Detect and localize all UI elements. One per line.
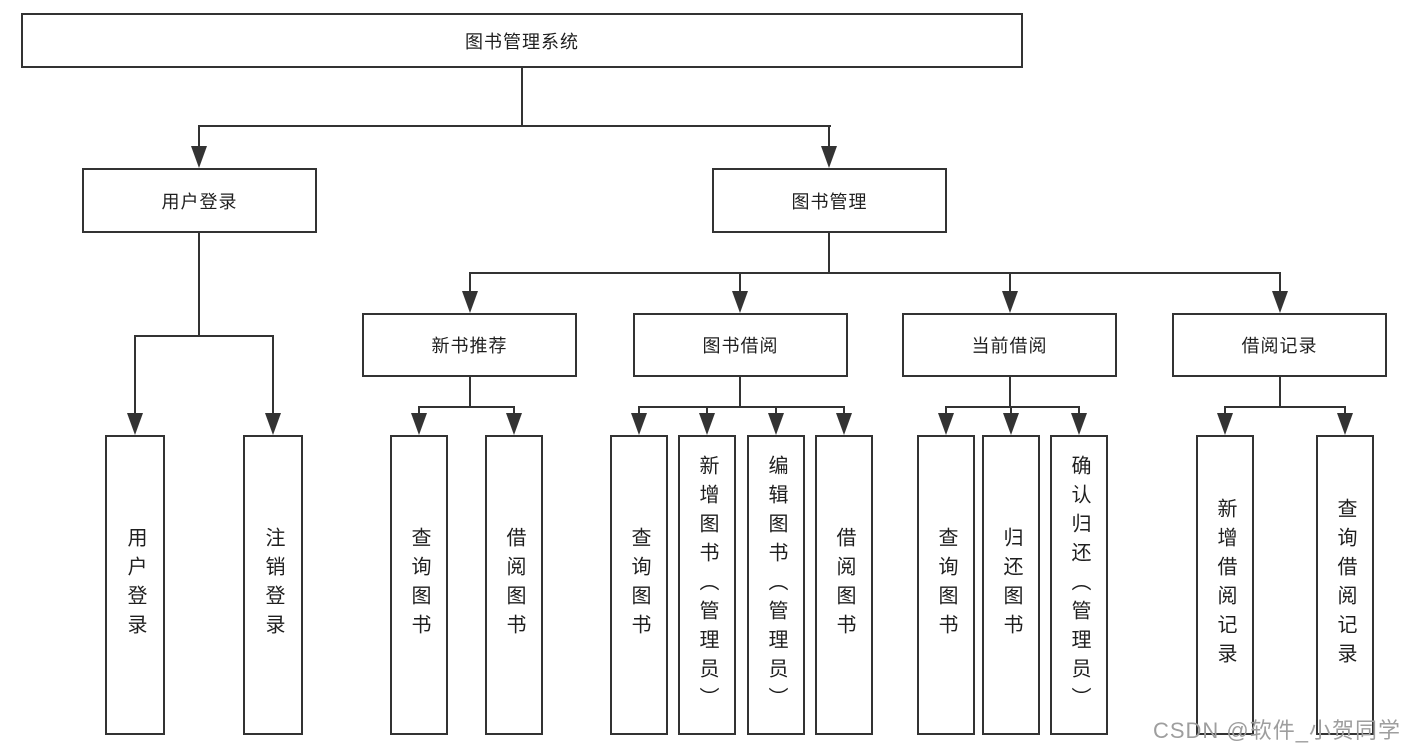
leaf-cb-return-books: 归还图书: [982, 435, 1040, 735]
arrowhead-cb-query-icon: [938, 413, 954, 435]
arrowhead-br-add-icon: [1217, 413, 1233, 435]
arrowhead-leaf-logout-icon: [265, 413, 281, 435]
leaf-bb-query-books-label: 查询图书: [628, 527, 650, 643]
connector-drop-nbr-borrow: [513, 406, 515, 415]
arrowhead-cb-confirm-icon: [1071, 413, 1087, 435]
connector-user-login-split: [134, 335, 274, 337]
leaf-br-add-record-label: 新增借阅记录: [1214, 498, 1236, 672]
connector-user-login-stem: [198, 233, 200, 335]
connector-borrow-records-stem: [1279, 377, 1281, 406]
leaf-br-query-record-label: 查询借阅记录: [1334, 498, 1356, 672]
leaf-nbr-query-books-label: 查询图书: [408, 527, 430, 643]
node-current-borrowing-label: 当前借阅: [971, 336, 1048, 356]
node-user-login: 用户登录: [82, 168, 317, 233]
arrowhead-bb-borrow-icon: [836, 413, 852, 435]
connector-new-book-recommend-split: [418, 406, 515, 408]
node-book-management-label: 图书管理: [791, 191, 868, 212]
arrowhead-bb-query-icon: [631, 413, 647, 435]
node-current-borrowing: 当前借阅: [902, 313, 1117, 377]
leaf-bb-query-books: 查询图书: [610, 435, 668, 735]
connector-book-management-stem: [828, 233, 830, 272]
arrowhead-bb-add-icon: [699, 413, 715, 435]
arrowhead-br-query-icon: [1337, 413, 1353, 435]
leaf-br-add-record: 新增借阅记录: [1196, 435, 1254, 735]
leaf-cb-query-books: 查询图书: [917, 435, 975, 735]
arrowhead-book-borrowing-icon: [732, 291, 748, 313]
leaf-cb-confirm-return-admin-label: 确认归还（管理员）: [1068, 454, 1090, 716]
connector-drop-new-book-recommend: [469, 272, 471, 291]
connector-drop-br-query: [1344, 406, 1346, 415]
leaf-user-login: 用户登录: [105, 435, 165, 735]
connector-drop-borrow-records: [1279, 272, 1281, 291]
leaf-bb-borrow-books: 借阅图书: [815, 435, 873, 735]
connector-drop-cb-query: [945, 406, 947, 415]
connector-book-borrowing-split: [638, 406, 845, 408]
node-user-login-label: 用户登录: [161, 191, 238, 212]
arrowhead-leaf-user-login-icon: [127, 413, 143, 435]
connector-borrow-records-split: [1224, 406, 1346, 408]
connector-drop-bb-query: [638, 406, 640, 415]
csdn-watermark: CSDN @软件_小贺同学: [1152, 718, 1401, 743]
connector-current-borrowing-split: [945, 406, 1080, 408]
arrowhead-bb-edit-icon: [768, 413, 784, 435]
leaf-bb-borrow-books-label: 借阅图书: [833, 527, 855, 643]
connector-drop-leaf-logout: [272, 335, 274, 415]
node-book-borrowing-label: 图书借阅: [702, 336, 779, 356]
arrowhead-user-login-icon: [191, 146, 207, 168]
arrowhead-current-borrowing-icon: [1002, 291, 1018, 313]
leaf-br-query-record: 查询借阅记录: [1316, 435, 1374, 735]
connector-root-split: [198, 125, 831, 127]
leaf-nbr-borrow-books-label: 借阅图书: [503, 527, 525, 643]
arrowhead-nbr-borrow-icon: [506, 413, 522, 435]
leaf-bb-add-books-admin: 新增图书（管理员）: [678, 435, 736, 735]
connector-drop-br-add: [1224, 406, 1226, 415]
connector-book-borrowing-stem: [739, 377, 741, 406]
leaf-bb-edit-books-admin: 编辑图书（管理员）: [747, 435, 805, 735]
connector-current-borrowing-stem: [1009, 377, 1011, 406]
arrowhead-borrow-records-icon: [1272, 291, 1288, 313]
leaf-bb-edit-books-admin-label: 编辑图书（管理员）: [765, 454, 787, 716]
connector-drop-leaf-user-login: [134, 335, 136, 415]
connector-drop-bb-add: [706, 406, 708, 415]
connector-drop-cb-return: [1010, 406, 1012, 415]
connector-book-management-split: [469, 272, 1281, 274]
node-borrow-records-label: 借阅记录: [1241, 336, 1318, 356]
leaf-cb-return-books-label: 归还图书: [1000, 527, 1022, 643]
connector-drop-nbr-query: [418, 406, 420, 415]
node-book-borrowing: 图书借阅: [633, 313, 848, 377]
connector-drop-user-login: [198, 125, 200, 148]
leaf-cb-query-books-label: 查询图书: [935, 527, 957, 643]
arrowhead-book-management-icon: [821, 146, 837, 168]
connector-drop-current-borrowing: [1009, 272, 1011, 291]
node-library-system: 图书管理系统: [21, 13, 1023, 68]
arrowhead-nbr-query-icon: [411, 413, 427, 435]
connector-drop-bb-edit: [775, 406, 777, 415]
connector-root-stem: [521, 68, 523, 125]
leaf-nbr-borrow-books: 借阅图书: [485, 435, 543, 735]
arrowhead-new-book-recommend-icon: [462, 291, 478, 313]
connector-drop-book-borrowing: [739, 272, 741, 291]
leaf-logout: 注销登录: [243, 435, 303, 735]
leaf-bb-add-books-admin-label: 新增图书（管理员）: [696, 454, 718, 716]
connector-new-book-recommend-stem: [469, 377, 471, 406]
connector-drop-bb-borrow: [843, 406, 845, 415]
leaf-logout-label: 注销登录: [262, 527, 284, 643]
node-new-book-recommend: 新书推荐: [362, 313, 577, 377]
leaf-cb-confirm-return-admin: 确认归还（管理员）: [1050, 435, 1108, 735]
leaf-nbr-query-books: 查询图书: [390, 435, 448, 735]
node-book-management: 图书管理: [712, 168, 947, 233]
connector-drop-cb-confirm: [1078, 406, 1080, 415]
node-library-system-label: 图书管理系统: [465, 31, 579, 52]
leaf-user-login-label: 用户登录: [124, 527, 146, 643]
node-borrow-records: 借阅记录: [1172, 313, 1387, 377]
arrowhead-cb-return-icon: [1003, 413, 1019, 435]
node-new-book-recommend-label: 新书推荐: [431, 336, 508, 356]
connector-drop-book-management: [828, 125, 830, 148]
